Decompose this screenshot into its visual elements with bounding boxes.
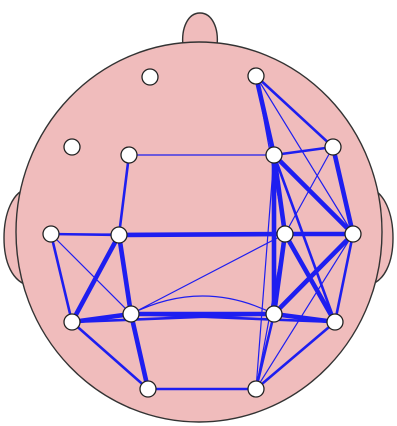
electrode-o1	[140, 381, 156, 397]
electrode-c4	[277, 226, 293, 242]
electrode-o2	[248, 381, 264, 397]
electrode-c3	[111, 227, 127, 243]
electrode-p3	[123, 306, 139, 322]
electrode-p4	[266, 306, 282, 322]
electrode-f3	[121, 147, 137, 163]
electrode-fp1	[142, 69, 158, 85]
nose	[183, 13, 218, 46]
electrode-t4	[345, 226, 361, 242]
electrode-t3	[43, 226, 59, 242]
electrode-f7	[64, 139, 80, 155]
electrode-f8	[325, 139, 341, 155]
electrode-t5	[64, 314, 80, 330]
electrode-t6	[327, 314, 343, 330]
electrode-f4	[266, 147, 282, 163]
electrode-fp2	[248, 68, 264, 84]
